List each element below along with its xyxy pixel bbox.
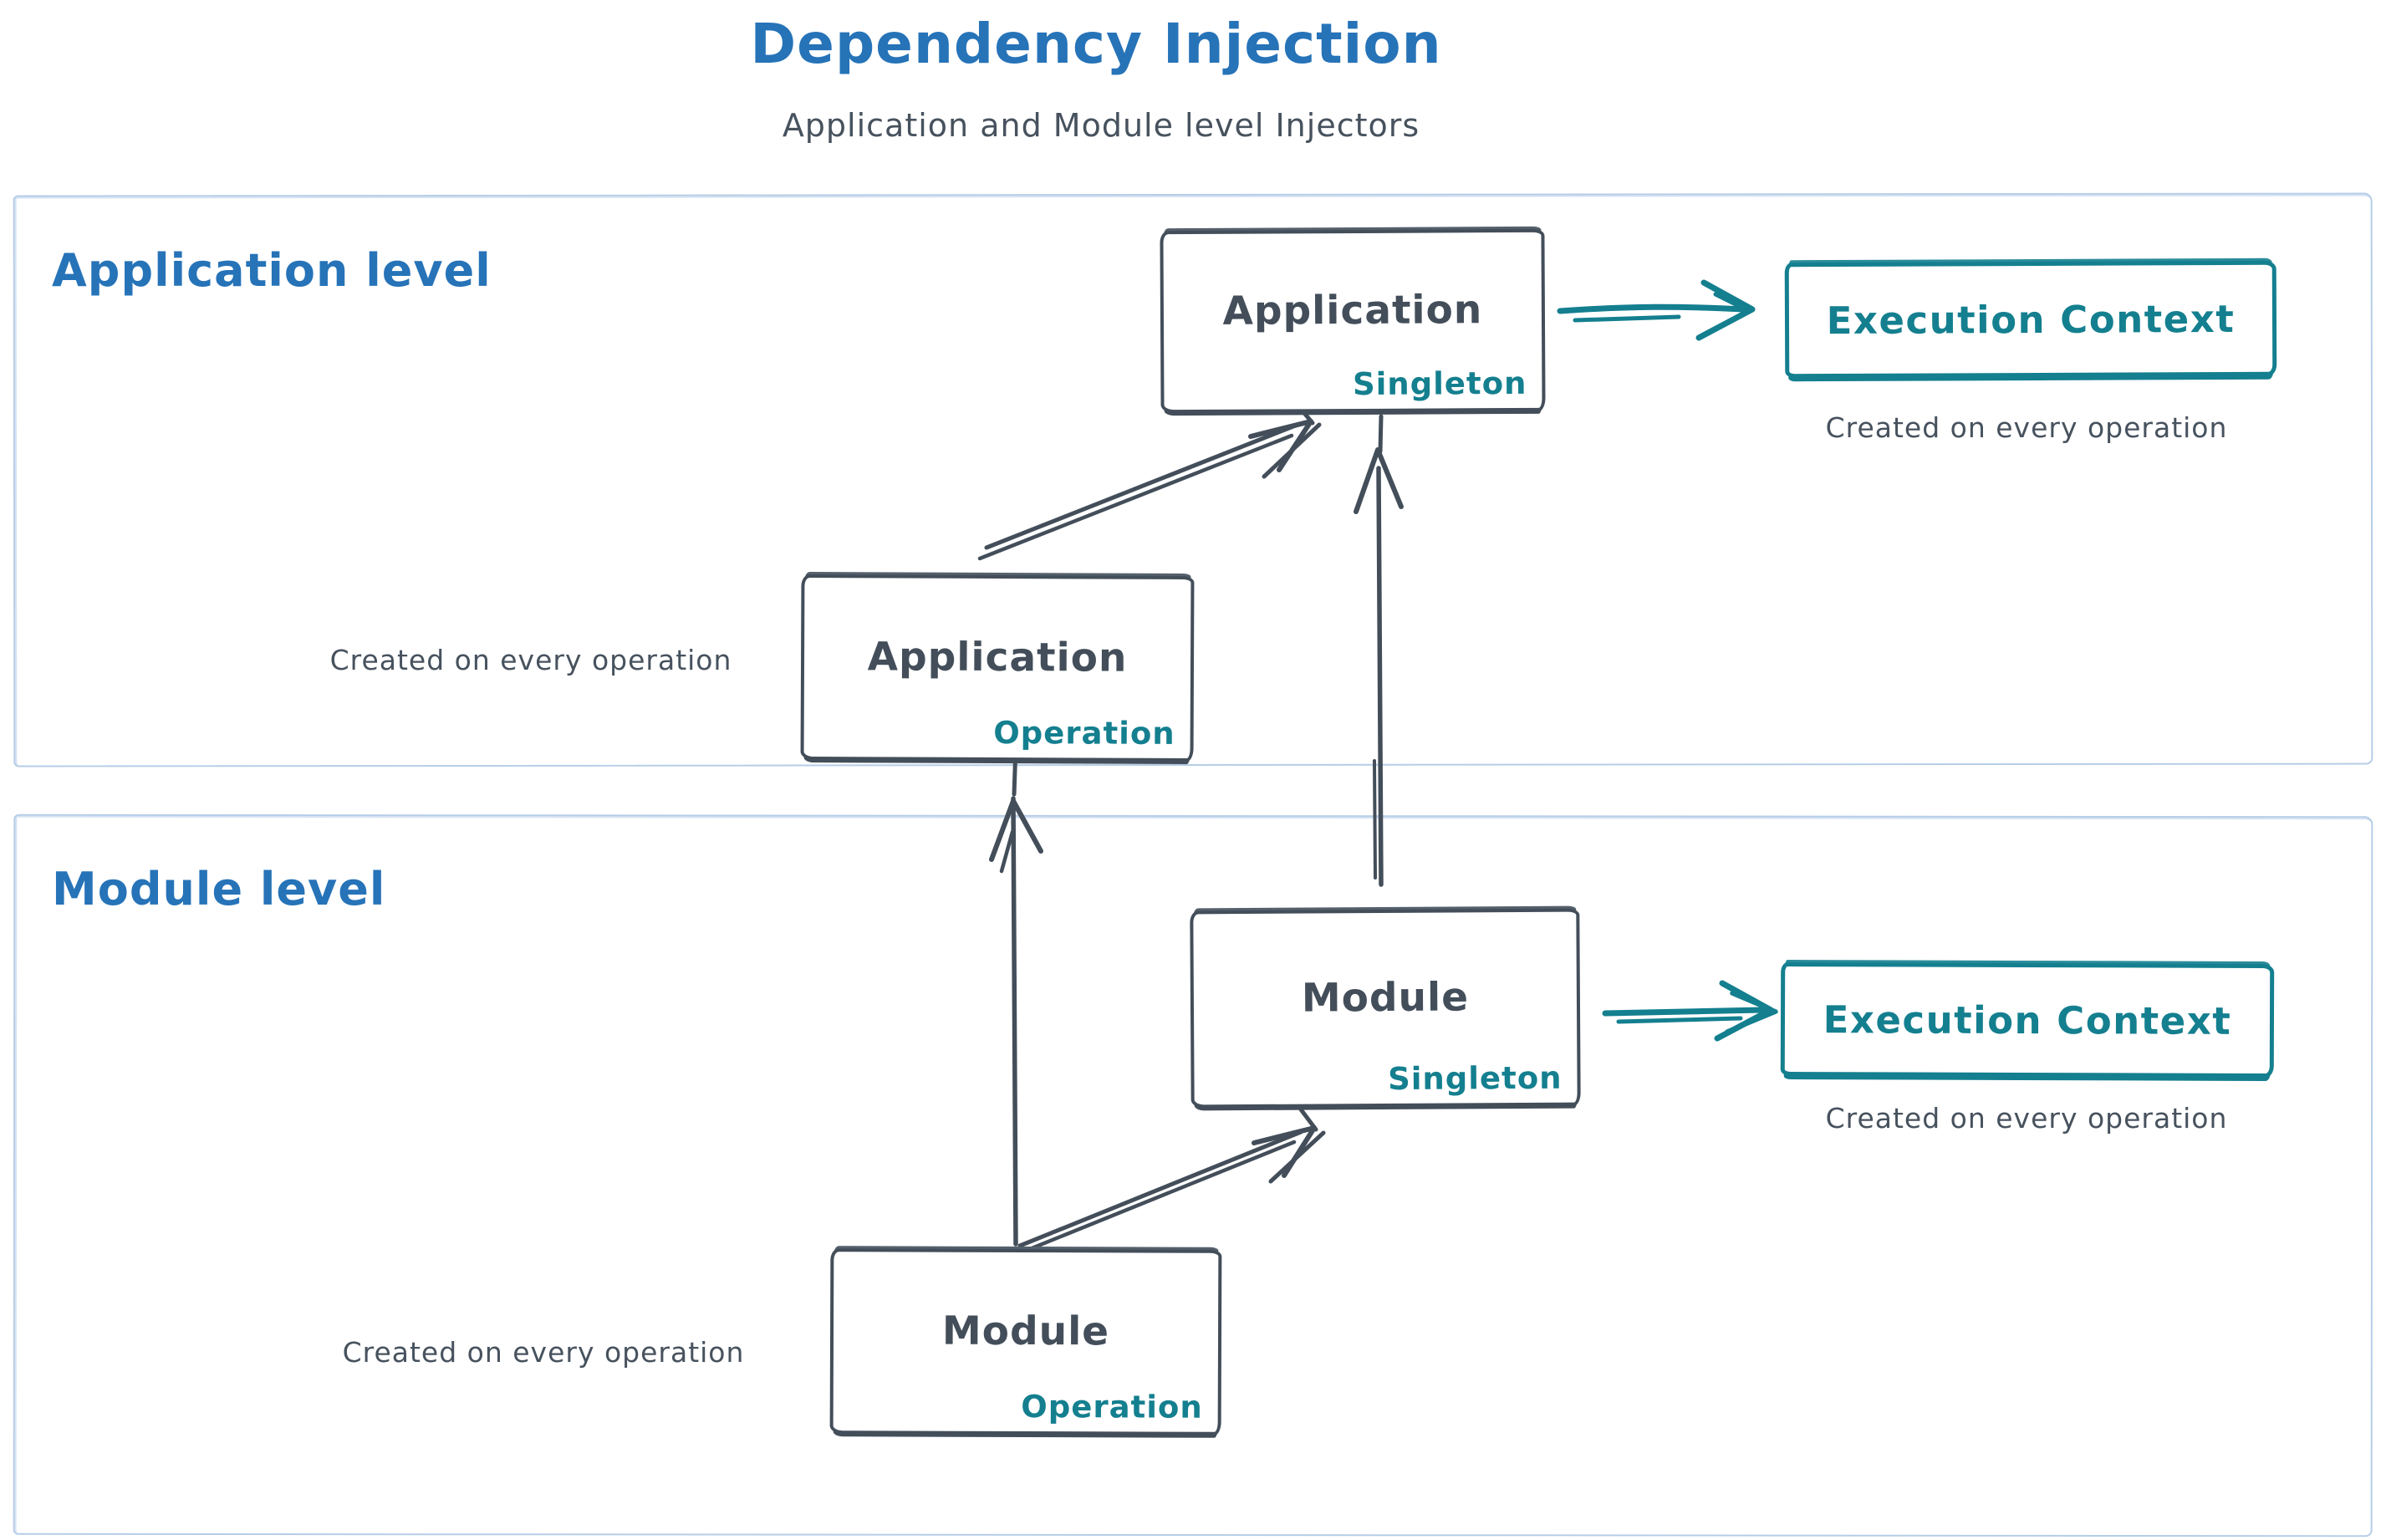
- module-singleton-box: Module Singleton: [1190, 908, 1581, 1109]
- caption-exec-context-bottom: Created on every operation: [1825, 1102, 2228, 1135]
- execution-context-title-bottom: Execution Context: [1823, 997, 2232, 1043]
- module-operation-title: Module: [941, 1308, 1110, 1354]
- execution-context-box-bottom: Execution Context: [1780, 961, 2275, 1079]
- module-singleton-title: Module: [1301, 973, 1470, 1022]
- page-subtitle: Application and Module level Injectors: [782, 107, 1420, 144]
- page-title: Dependency Injection: [750, 12, 1442, 76]
- app-operation-box: Application Operation: [800, 574, 1195, 762]
- execution-context-title-top: Execution Context: [1826, 296, 2236, 343]
- caption-app-operation: Created on every operation: [329, 644, 732, 676]
- module-operation-badge: Operation: [1021, 1388, 1203, 1425]
- module-level-label: Module level: [52, 863, 386, 915]
- app-operation-title: Application: [867, 633, 1128, 681]
- execution-context-box-top: Execution Context: [1784, 260, 2277, 379]
- app-singleton-badge: Singleton: [1352, 365, 1527, 403]
- app-singleton-box: Application Singleton: [1160, 228, 1546, 414]
- caption-module-operation: Created on every operation: [342, 1336, 745, 1369]
- app-singleton-title: Application: [1222, 286, 1483, 334]
- application-level-label: Application level: [52, 244, 492, 297]
- module-operation-box: Module Operation: [829, 1248, 1222, 1435]
- module-singleton-badge: Singleton: [1387, 1059, 1563, 1097]
- caption-exec-context-top: Created on every operation: [1825, 411, 2228, 444]
- app-operation-badge: Operation: [993, 714, 1175, 752]
